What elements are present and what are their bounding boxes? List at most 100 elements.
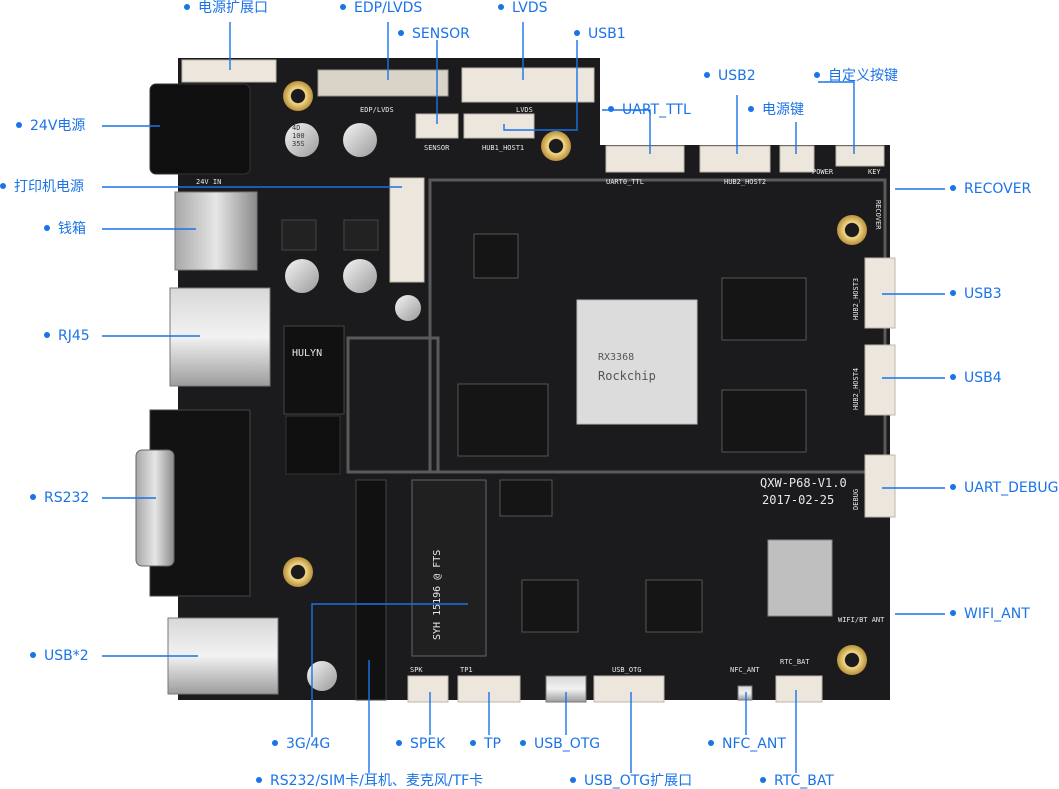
label-text: EDP/LVDS [354,0,423,16]
bullet-dot [30,652,36,658]
emmc-chip [457,383,549,457]
label-usb-x2: USB*2 [30,648,89,664]
line-custom-key [818,81,855,154]
label-text: USB1 [588,26,626,42]
bullet-dot [608,106,614,112]
bullet-dot [950,185,956,191]
label-text: UART_TTL [622,102,691,118]
mount-hole-2 [541,131,571,161]
label-3g4g: 3G/4G [272,736,330,752]
rj45-jack [169,287,271,387]
bullet-dot [574,30,580,36]
label-recover: RECOVER [950,181,1031,197]
label-usb-otg: USB_OTG [520,736,600,752]
label-text: RS232 [44,490,90,506]
silk-edp: EDP/LVDS [360,106,394,114]
label-text: 钱箱 [58,221,86,237]
cashbox-jack [174,191,258,271]
buzzer [285,415,341,475]
bullet-dot [704,72,710,78]
label-rtc-bat: RTC_BAT [760,773,834,789]
dc-jack [149,83,251,175]
label-text: UART_DEBUG [964,480,1059,496]
silk-power: POWER [812,168,834,176]
usb2-connector [699,145,771,173]
minipcie-slot [411,479,487,657]
usb3-connector [864,257,896,329]
label-wifi-ant: WIFI_ANT [950,606,1030,622]
silk-chip-model: RX3368 [598,352,634,363]
bullet-dot [396,740,402,746]
bullet-dot [340,4,346,10]
label-power-ext: 电源扩展口 [184,0,268,16]
label-text: 自定义按键 [828,68,898,84]
silk-hub2-host2: HUB2_HOST2 [724,178,766,186]
line-3g4g [311,603,468,737]
label-uart-ttl: UART_TTL [608,102,691,118]
silk-cap-label: 100 [292,132,305,140]
label-spek: SPEK [396,736,445,752]
label-text: 电源键 [762,102,804,118]
bullet-dot [748,106,754,112]
bullet-dot [44,225,50,231]
silk-hub1: HUB1_HOST1 [482,144,524,152]
power-key-connector [779,145,815,173]
silk-cap-label-2: 35S [292,140,305,148]
capacitor-3 [285,259,319,293]
label-text: SENSOR [412,26,470,42]
ddr-chip-1 [721,277,807,341]
silk-chip-brand: Rockchip [598,369,656,383]
rs232-db9 [135,449,175,567]
silk-wifi-bt-ant: WIFI/BT ANT [838,616,885,624]
mount-hole-1 [283,81,313,111]
mount-hole-4 [283,557,313,587]
line-uart-ttl [602,109,651,154]
bullet-dot [950,290,956,296]
bullet-dot [184,4,190,10]
lvds-connector [461,67,595,103]
printer-power-connector [389,177,425,283]
silk-lvds: LVDS [516,106,533,114]
power-ext-connector [181,59,277,83]
label-printer-power: 打印机电源 [0,179,84,195]
line-usb1 [503,40,578,131]
silk-hub2-host3: HUB2_HOST3 [852,278,860,320]
silk-sim-slot: SYH 15196 @ FTS [432,550,443,640]
ddr-chip-2 [721,389,807,453]
bullet-dot [814,72,820,78]
bullet-dot [44,332,50,338]
label-text: 3G/4G [286,736,331,752]
label-nfc-ant: NFC_ANT [708,736,786,752]
wifi-module [767,539,833,617]
capacitor-5 [395,295,421,321]
label-edp-lvds: EDP/LVDS [340,0,422,16]
silk-board-name: QXW-P68-V1.0 [760,476,847,490]
uart-ttl-connector [605,145,685,173]
label-cash-box: 钱箱 [44,221,86,237]
label-rs232-sim: RS232/SIM卡/耳机、麦克风/TF卡 [256,773,483,789]
silk-nfc-ant: NFC_ANT [730,666,760,674]
silk-tp1: TP1 [460,666,473,674]
silk-debug: DEBUG [852,489,860,510]
silk-sensor: SENSOR [424,144,450,152]
label-usb3: USB3 [950,286,1002,302]
bullet-dot [256,777,262,783]
silk-spk: SPK [410,666,423,674]
capacitor-6 [307,661,337,691]
bullet-dot [16,122,22,128]
label-usb1: USB1 [574,26,626,42]
bullet-dot [470,740,476,746]
label-tp: TP [470,736,501,752]
hub1-connector [463,113,535,139]
label-usb-otg-ext: USB_OTG扩展口 [570,773,692,789]
silk-board-date: 2017-02-25 [762,493,834,507]
label-text: USB4 [964,370,1002,386]
bullet-dot [30,494,36,500]
bullet-dot [498,4,504,10]
mount-hole-3 [837,215,867,245]
label-usb2: USB2 [704,68,756,84]
bullet-dot [950,610,956,616]
label-text: RTC_BAT [774,773,834,789]
silk-lan-brand: HULYN [292,348,322,359]
